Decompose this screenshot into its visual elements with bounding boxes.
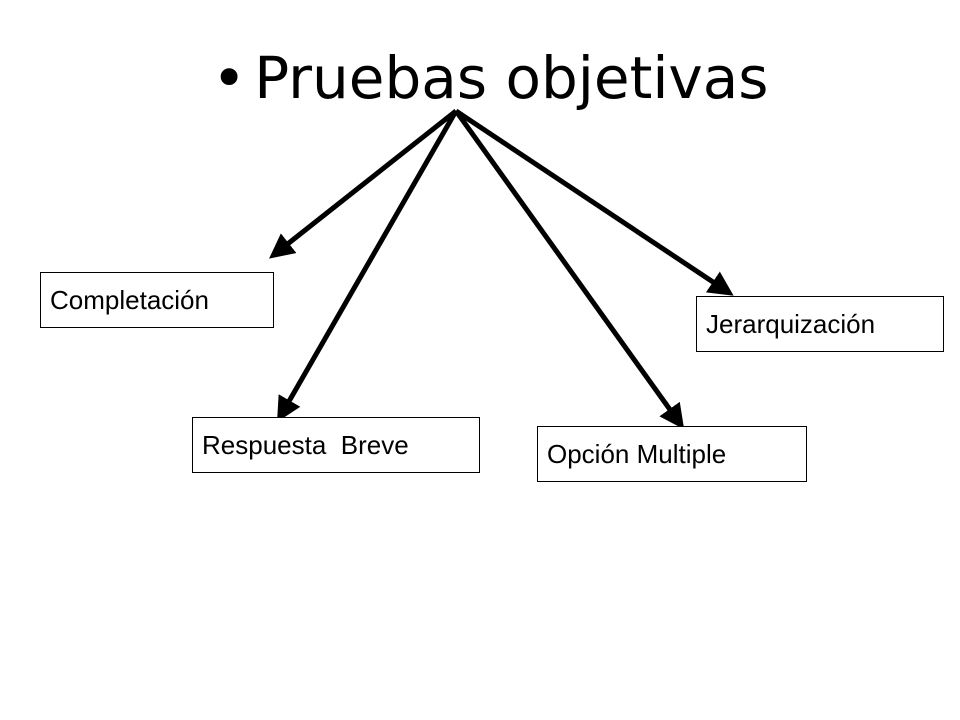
node-respuesta-breve-label: Respuesta Breve <box>202 429 409 460</box>
title-text: Pruebas objetivas <box>254 44 769 112</box>
arrow-to-opcion-multiple <box>453 109 685 430</box>
node-opcion-multiple-label: Opción Multiple <box>547 438 727 469</box>
bullet-point: • <box>212 44 247 112</box>
node-completacion-label: Completación <box>50 284 209 315</box>
arrow-to-respuesta-breve <box>277 109 459 423</box>
node-jerarquizacion-label: Jerarquización <box>706 308 876 339</box>
arrow-to-completacion <box>269 109 458 259</box>
node-completacion: Completación <box>40 272 274 328</box>
node-opcion-multiple: Opción Multiple <box>537 426 807 482</box>
node-respuesta-breve: Respuesta Breve <box>192 417 480 473</box>
arrow-to-jerarquizacion <box>454 108 734 296</box>
slide-title: •Pruebas objetivas <box>212 38 769 118</box>
node-jerarquizacion: Jerarquización <box>696 296 944 352</box>
